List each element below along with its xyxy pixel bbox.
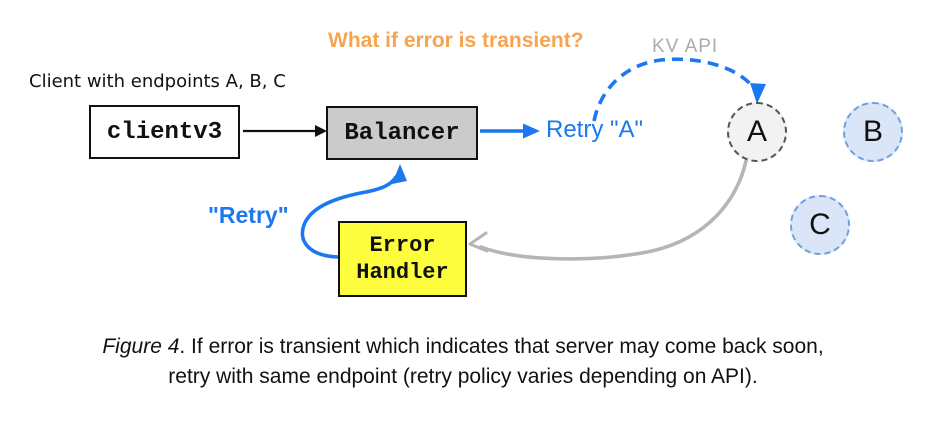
caption-line-1-text: . If error is transient which indicates …	[179, 335, 824, 358]
balancer-to-retry-arrow	[480, 123, 540, 139]
endpoint-c-circle: C	[790, 195, 850, 255]
endpoint-b-circle: B	[843, 102, 903, 162]
client-endpoints-note: Client with endpoints A, B, C	[29, 71, 286, 92]
endpoint-a-circle: A	[727, 102, 787, 162]
balancer-node: Balancer	[326, 106, 478, 160]
kv-api-label: KV API	[652, 36, 719, 57]
figure-number-label: Figure 4	[102, 335, 180, 358]
figure-caption: Figure 4. If error is transient which in…	[0, 332, 926, 392]
error-handler-node: Error Handler	[338, 221, 467, 297]
transient-error-question: What if error is transient?	[328, 29, 584, 52]
retry-a-label: Retry "A"	[546, 116, 644, 143]
endpoint-a-to-error-handler-curve	[468, 159, 748, 261]
caption-line-1: Figure 4. If error is transient which in…	[0, 332, 926, 362]
clientv3-to-balancer-arrow	[243, 125, 327, 137]
retry-label: "Retry"	[208, 202, 289, 228]
caption-line-2: retry with same endpoint (retry policy v…	[168, 365, 758, 388]
clientv3-node: clientv3	[89, 105, 240, 159]
